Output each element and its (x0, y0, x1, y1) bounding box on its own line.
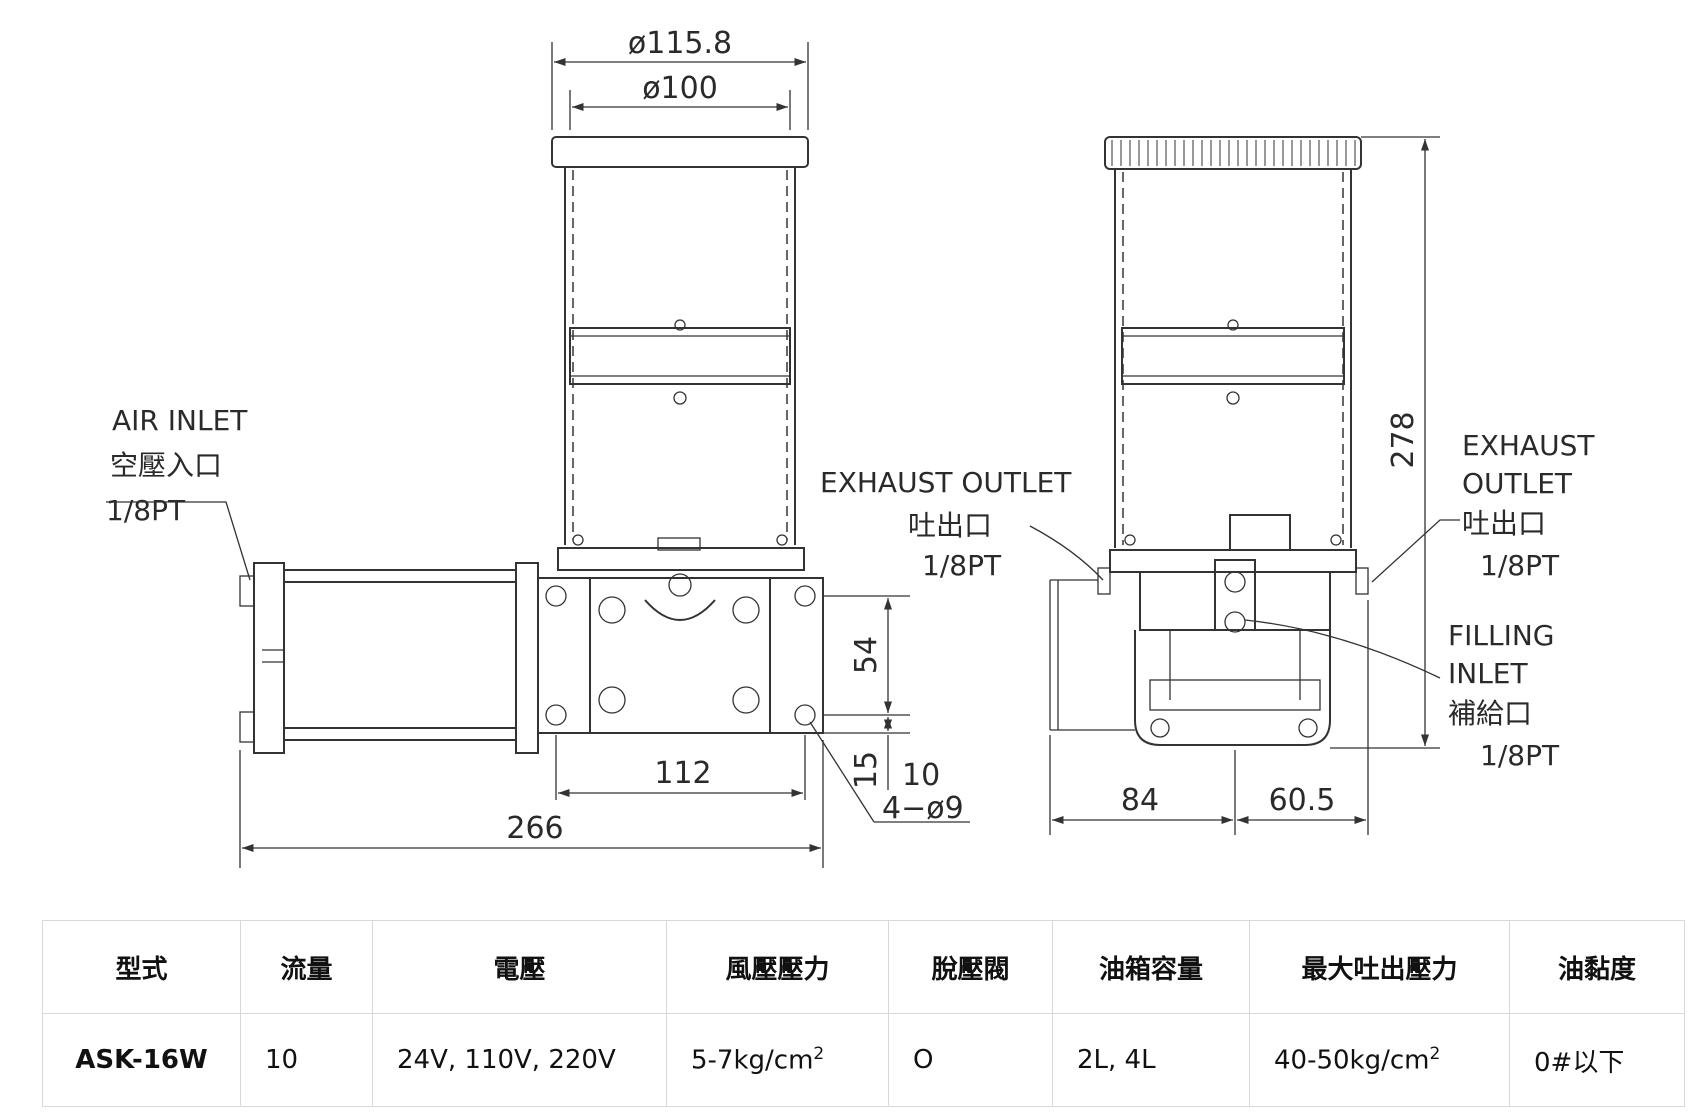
cell-flow: 10 (240, 1013, 373, 1107)
exhaust-outlet-label-zh: 吐出口 (908, 509, 992, 542)
exhaust-outlet-right-label-2: OUTLET (1462, 467, 1573, 500)
air-inlet-label-zh: 空壓入口 (110, 449, 222, 482)
exhaust-outlet-right-label-zh: 吐出口 (1462, 507, 1546, 540)
header-relief-valve: 脫壓閥 (888, 920, 1053, 1014)
cell-tank-capacity: 2L, 4L (1052, 1013, 1250, 1107)
exhaust-outlet-right-size: 1/8PT (1480, 549, 1560, 582)
filling-inlet-label-2: INLET (1448, 657, 1528, 690)
dim-15: 15 (849, 751, 884, 789)
dim-84: 84 (1121, 783, 1159, 818)
filling-inlet-label-zh: 補給口 (1448, 697, 1532, 730)
dim-outer-diameter: ø115.8 (628, 26, 732, 61)
air-inlet-size: 1/8PT (106, 494, 186, 527)
table-row: ASK-16W 10 24V, 110V, 220V 5-7kg/cm2 O 2… (42, 1013, 1685, 1107)
dim-60-5: 60.5 (1269, 783, 1336, 818)
cell-air-pressure: 5-7kg/cm2 (666, 1013, 889, 1107)
filling-inlet-label: FILLING (1448, 619, 1554, 652)
cell-max-pressure: 40-50kg/cm2 (1249, 1013, 1510, 1107)
front-view: ø115.8 ø100 54 15 10 112 266 4−ø9 AIR IN… (106, 26, 970, 868)
header-max-pressure: 最大吐出壓力 (1249, 920, 1510, 1014)
exhaust-outlet-label: EXHAUST OUTLET (820, 466, 1072, 499)
header-air-pressure: 風壓壓力 (666, 920, 889, 1014)
dim-266: 266 (506, 811, 563, 846)
filling-inlet-size: 1/8PT (1480, 739, 1560, 772)
side-view: 278 84 60.5 EXHAUST OUTLET 吐出口 1/8PT EXH… (820, 136, 1595, 835)
air-pressure-exponent: 2 (813, 1044, 825, 1065)
exhaust-outlet-size: 1/8PT (922, 549, 1002, 582)
header-voltage: 電壓 (372, 920, 667, 1014)
cell-voltage: 24V, 110V, 220V (372, 1013, 667, 1107)
cell-model: ASK-16W (42, 1013, 241, 1107)
dim-holes: 4−ø9 (882, 791, 964, 826)
technical-drawing: ø115.8 ø100 54 15 10 112 266 4−ø9 AIR IN… (106, 26, 1595, 868)
table-header-row: 型式 流量 電壓 風壓壓力 脫壓閥 油箱容量 最大吐出壓力 油黏度 (42, 920, 1685, 1014)
max-pressure-value: 40-50kg/cm (1274, 1045, 1430, 1076)
dim-278: 278 (1386, 411, 1421, 468)
dim-inner-diameter: ø100 (642, 71, 718, 106)
header-tank-capacity: 油箱容量 (1052, 920, 1250, 1014)
exhaust-outlet-right-label: EXHAUST (1462, 429, 1595, 462)
cell-oil-viscosity: 0#以下 (1509, 1013, 1685, 1107)
dim-112: 112 (654, 756, 711, 791)
header-oil-viscosity: 油黏度 (1509, 920, 1685, 1014)
spec-table: 型式 流量 電壓 風壓壓力 脫壓閥 油箱容量 最大吐出壓力 油黏度 ASK-16… (42, 920, 1685, 1107)
header-flow: 流量 (240, 920, 373, 1014)
air-pressure-value: 5-7kg/cm (691, 1045, 814, 1076)
dim-54: 54 (849, 636, 884, 674)
dim-10: 10 (902, 758, 940, 793)
cell-relief-valve: O (888, 1013, 1053, 1107)
max-pressure-exponent: 2 (1429, 1044, 1441, 1065)
header-model: 型式 (42, 920, 241, 1014)
air-inlet-label: AIR INLET (112, 404, 248, 437)
lid-knurling (1111, 140, 1356, 166)
